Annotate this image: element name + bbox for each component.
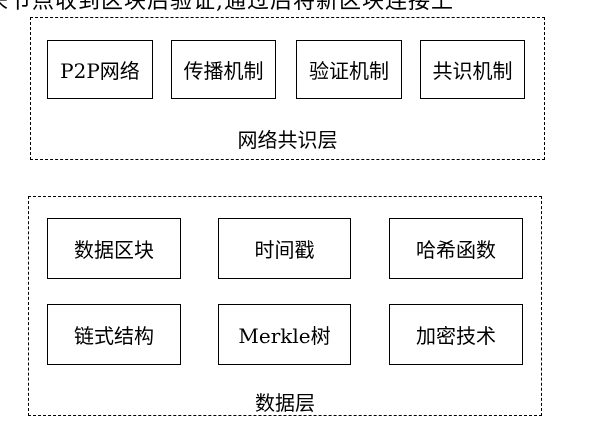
header-text: 来节点收到区块后验证,通过后将新区块连接上 [0,0,454,14]
data-layer: 数据区块 时间戳 哈希函数 链式结构 Merkle树 加密技术 数据层 [28,196,542,416]
merkle-tree-box: Merkle树 [218,304,351,365]
verification-mechanism-box: 验证机制 [296,40,402,99]
p2p-network-box: P2P网络 [47,40,153,99]
data-layer-label: 数据层 [255,391,315,415]
consensus-mechanism-box: 共识机制 [420,40,525,99]
encryption-technology-box: 加密技术 [389,304,523,365]
data-block-box: 数据区块 [47,218,181,279]
timestamp-box: 时间戳 [218,218,351,279]
hash-function-box: 哈希函数 [389,218,523,279]
network-consensus-layer: P2P网络 传播机制 验证机制 共识机制 网络共识层 [30,17,545,160]
chain-structure-box: 链式结构 [47,304,181,365]
propagation-mechanism-box: 传播机制 [171,40,276,99]
network-layer-label: 网络共识层 [237,128,338,152]
